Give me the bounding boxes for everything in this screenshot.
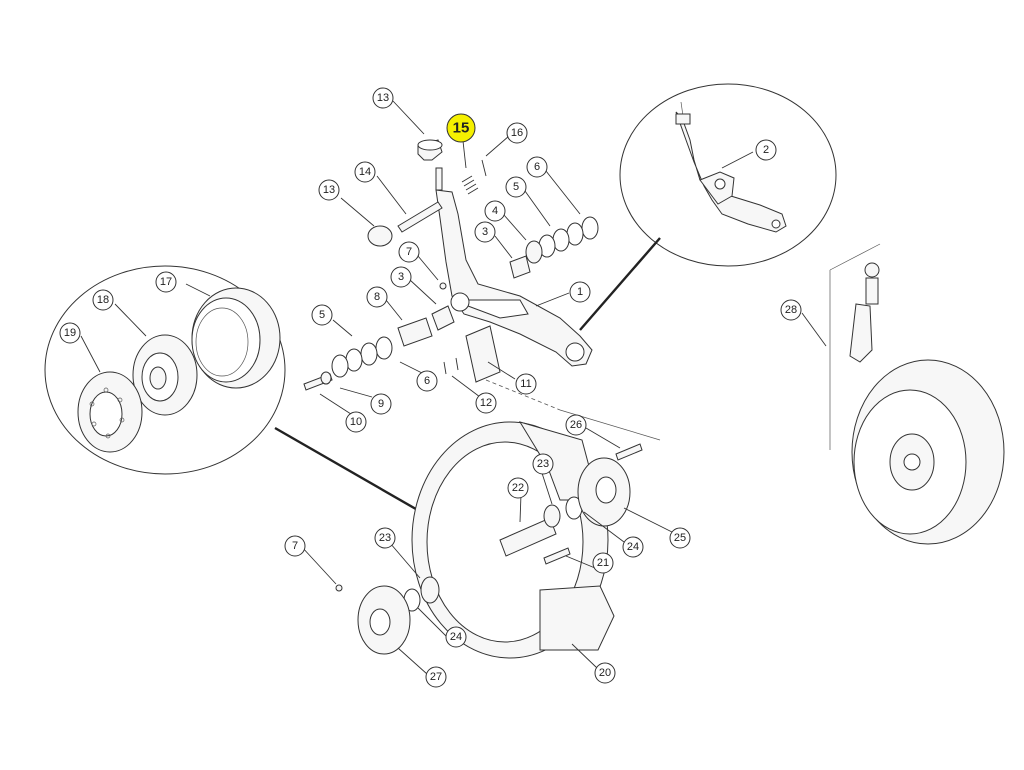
svg-text:13: 13 — [323, 184, 335, 196]
detail-view-arm — [579, 83, 837, 331]
callout-17: 17 — [155, 271, 177, 293]
svg-text:27: 27 — [430, 671, 442, 683]
svg-text:10: 10 — [350, 416, 362, 428]
svg-text:6: 6 — [534, 161, 540, 173]
callout-19: 19 — [59, 322, 81, 344]
svg-text:22: 22 — [512, 482, 524, 494]
callout-20: 20 — [594, 662, 616, 684]
svg-text:5: 5 — [319, 309, 325, 321]
callout-6: 6 — [416, 370, 438, 392]
callout-5: 5 — [311, 304, 333, 326]
callout-8: 8 — [366, 286, 388, 308]
svg-text:4: 4 — [492, 205, 498, 217]
callout-7: 7 — [398, 241, 420, 263]
callout-24: 24 — [622, 536, 644, 558]
callout-27: 27 — [425, 666, 447, 688]
svg-text:21: 21 — [597, 557, 609, 569]
callout-3: 3 — [474, 221, 496, 243]
svg-text:24: 24 — [627, 541, 639, 553]
svg-text:2: 2 — [763, 144, 769, 156]
callout-22: 22 — [507, 477, 529, 499]
callout-9: 9 — [370, 393, 392, 415]
callout-5: 5 — [505, 176, 527, 198]
svg-text:23: 23 — [537, 458, 549, 470]
callout-23: 23 — [532, 453, 554, 475]
svg-text:3: 3 — [398, 271, 404, 283]
svg-text:24: 24 — [450, 631, 462, 643]
callout-26: 26 — [565, 414, 587, 436]
callouts: 13 15 16 13 14 6 5 4 3 2 7 3 8 1 17 18 1… — [59, 87, 802, 688]
svg-text:26: 26 — [570, 419, 582, 431]
callout-25: 25 — [669, 527, 691, 549]
svg-text:7: 7 — [406, 246, 412, 258]
arm-assembly — [303, 139, 661, 441]
svg-text:25: 25 — [674, 532, 686, 544]
callout-28: 28 — [780, 299, 802, 321]
callout-23: 23 — [374, 527, 396, 549]
callout-7: 7 — [284, 535, 306, 557]
svg-text:8: 8 — [374, 291, 380, 303]
callout-21: 21 — [592, 552, 614, 574]
svg-text:23: 23 — [379, 532, 391, 544]
leader-lines — [80, 100, 827, 675]
callout-13: 13 — [318, 179, 340, 201]
svg-text:20: 20 — [599, 667, 611, 679]
svg-text:5: 5 — [513, 181, 519, 193]
callout-2: 2 — [755, 139, 777, 161]
callout-24: 24 — [445, 626, 467, 648]
callout-10: 10 — [345, 411, 367, 433]
svg-text:9: 9 — [378, 398, 384, 410]
svg-text:6: 6 — [424, 375, 430, 387]
callout-6: 6 — [526, 156, 548, 178]
svg-text:12: 12 — [480, 397, 492, 409]
callout-18: 18 — [92, 289, 114, 311]
svg-text:3: 3 — [482, 226, 488, 238]
callout-15-highlighted: 15 — [446, 113, 476, 143]
svg-text:28: 28 — [785, 304, 797, 316]
svg-text:15: 15 — [453, 120, 470, 137]
svg-text:19: 19 — [64, 327, 76, 339]
svg-text:11: 11 — [520, 378, 531, 390]
callout-13: 13 — [372, 87, 394, 109]
detail-view-rim-hubs — [44, 265, 436, 522]
callout-12: 12 — [475, 392, 497, 414]
svg-text:13: 13 — [377, 92, 389, 104]
svg-text:14: 14 — [359, 166, 371, 178]
svg-text:7: 7 — [292, 540, 298, 552]
callout-16: 16 — [506, 122, 528, 144]
svg-text:1: 1 — [577, 286, 583, 298]
callout-3: 3 — [390, 266, 412, 288]
svg-text:18: 18 — [97, 294, 109, 306]
assembled-view — [829, 243, 1005, 545]
callout-4: 4 — [484, 200, 506, 222]
svg-text:16: 16 — [511, 127, 523, 139]
wheel-assembly — [335, 421, 643, 659]
callout-14: 14 — [354, 161, 376, 183]
svg-text:17: 17 — [160, 276, 172, 288]
callout-1: 1 — [569, 281, 591, 303]
callout-11: 11 — [515, 373, 537, 395]
